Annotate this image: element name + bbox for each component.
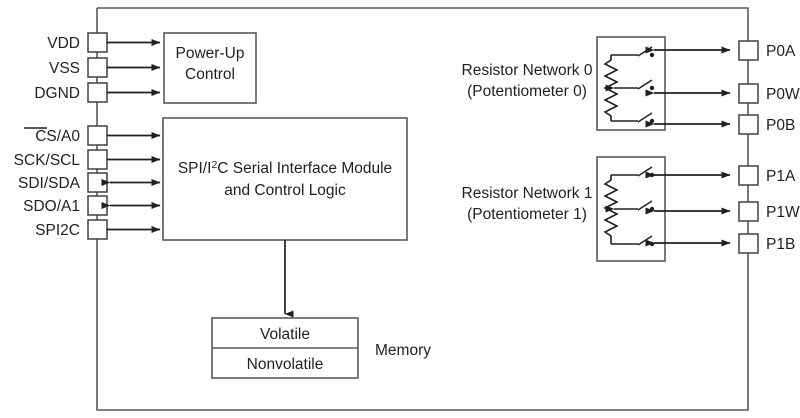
memory-block: Volatile Nonvolatile Memory <box>211 240 431 379</box>
resistor-network-1-line1: Resistor Network 1 <box>462 185 593 202</box>
resistor-network-1-line2: (Potentiometer 1) <box>467 206 587 223</box>
pin-sck-scl[interactable]: SCK/SCL <box>14 149 161 170</box>
resistor-network-0-line2: (Potentiometer 0) <box>467 83 587 100</box>
power-up-control-line1: Power-Up <box>176 45 245 62</box>
pin-vss[interactable]: VSS <box>49 57 161 78</box>
pin-cs-a0[interactable]: CS/A0 <box>24 125 161 146</box>
pin-vdd[interactable]: VDD <box>47 32 161 53</box>
pin-p1a[interactable]: P1A <box>738 165 796 186</box>
memory-row-nonvolatile: Nonvolatile <box>247 356 324 373</box>
pin-p0b[interactable]: P0B <box>738 114 795 135</box>
pin-label-sck-scl: SCK/SCL <box>14 152 81 169</box>
pin-label-sdo-a1: SDO/A1 <box>23 198 80 215</box>
resistor-network-0-line1: Resistor Network 0 <box>462 62 593 79</box>
pin-label-p0w: P0W <box>766 86 800 103</box>
pin-label-vdd: VDD <box>47 35 80 52</box>
pin-p0w[interactable]: P0W <box>738 83 800 104</box>
serial-interface-line1: SPI/I2C Serial Interface Module <box>178 159 392 177</box>
pin-p1w[interactable]: P1W <box>738 201 800 222</box>
pin-dgnd[interactable]: DGND <box>34 82 161 103</box>
rn0-switch-w <box>637 79 655 91</box>
pin-label-vss: VSS <box>49 60 80 77</box>
pin-sdi-sda[interactable]: SDI/SDA <box>18 172 161 193</box>
resistor-network-0: Resistor Network 0 (Potentiometer 0) <box>462 36 731 131</box>
left-pin-group: VDD VSS DGND CS/A0 <box>14 32 161 240</box>
power-up-control-line2: Control <box>185 66 235 83</box>
serial-interface-line2: and Control Logic <box>224 182 346 199</box>
resistor-network-1: Resistor Network 1 (Potentiometer 1) <box>462 156 731 262</box>
memory-row-volatile: Volatile <box>260 326 310 343</box>
pin-sdo-a1[interactable]: SDO/A1 <box>23 195 161 216</box>
memory-caption: Memory <box>375 342 431 359</box>
serial-interface-line1-post: C Serial Interface Module <box>217 160 392 177</box>
pin-label-cs-a0: CS/A0 <box>35 128 80 145</box>
pin-label-p1b: P1B <box>766 236 795 253</box>
power-up-control-block: Power-Up Control <box>163 32 257 104</box>
pin-label-p0b: P0B <box>766 117 795 134</box>
pin-label-p0a: P0A <box>766 43 796 60</box>
pin-label-sdi-sda: SDI/SDA <box>18 175 81 192</box>
pin-p1b[interactable]: P1B <box>738 233 795 254</box>
serial-interface-superscript: 2 <box>211 159 217 171</box>
serial-interface-line1-pre: SPI/I <box>178 160 212 177</box>
pin-label-p1w: P1W <box>766 204 800 221</box>
pin-spi2c[interactable]: SPI2C <box>35 219 161 240</box>
pin-label-spi2c: SPI2C <box>35 222 80 239</box>
pin-label-dgnd: DGND <box>34 85 80 102</box>
right-pin-group: P0A P0W P0B P1A P1W P1B <box>738 40 800 254</box>
device-boundary <box>96 7 749 411</box>
pin-p0a[interactable]: P0A <box>738 40 796 61</box>
serial-interface-block: SPI/I2C Serial Interface Module and Cont… <box>162 117 408 241</box>
pin-label-p1a: P1A <box>766 168 796 185</box>
